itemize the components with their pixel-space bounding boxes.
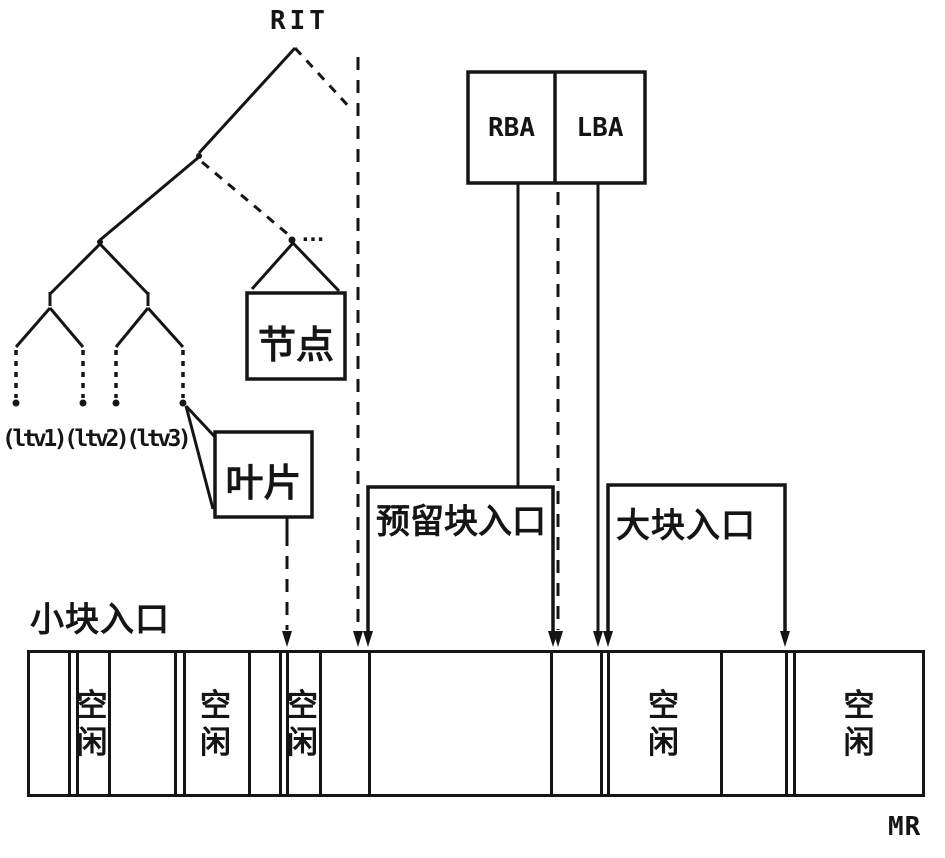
memory-segment-divider <box>108 653 111 794</box>
memory-segment-divider <box>286 653 289 794</box>
free-segment-label: 空闲 <box>287 687 318 760</box>
memory-region-label: MR <box>888 812 922 842</box>
memory-segment-divider <box>279 653 282 794</box>
tree-edges <box>14 46 341 349</box>
node-callout-label: 节点 <box>257 325 334 367</box>
address-box <box>466 70 647 185</box>
free-segment-label: 空闲 <box>200 687 231 760</box>
memory-segment-divider <box>183 653 186 794</box>
tree-node-dots <box>97 153 296 245</box>
leaf-callout-box <box>213 430 314 519</box>
memory-segment-divider <box>720 653 723 794</box>
leaf-arrows <box>12 350 187 407</box>
memory-segment-divider <box>319 653 322 794</box>
reserved-block-entry-label: 预留块入口 <box>376 503 546 541</box>
small-block-entry-label: 小块入口 <box>30 601 170 639</box>
memory-segment-divider <box>68 653 71 794</box>
memory-segment-divider <box>174 653 177 794</box>
leaf-callout-label: 叶片 <box>225 463 302 505</box>
memory-segment-divider <box>785 653 788 794</box>
free-segment-label: 空闲 <box>76 687 108 760</box>
free-segment-label: 空闲 <box>648 687 679 760</box>
memory-bar: 空闲空闲空闲空闲空闲 <box>27 650 925 797</box>
memory-segment-divider <box>607 653 610 794</box>
memory-segment-divider <box>248 653 251 794</box>
large-block-entry-label: 大块入口 <box>616 507 756 545</box>
arrowheads <box>282 631 790 647</box>
pointer-lines <box>285 57 600 632</box>
reserved-block-bracket <box>366 485 555 632</box>
tree-root-label: RIT <box>270 6 329 36</box>
large-block-bracket <box>606 483 787 632</box>
free-segment-label: 空闲 <box>843 687 875 760</box>
tree-dashed-edges <box>201 46 354 238</box>
memory-segment-divider <box>76 653 79 794</box>
tree-ellipsis: … <box>301 220 325 247</box>
memory-segment-divider <box>368 653 371 794</box>
memory-segment-divider <box>600 653 603 794</box>
leaf-callout-pointer <box>184 404 289 533</box>
node-callout-box <box>245 291 347 381</box>
leaf-values-label: (ltv1)(ltv2)(ltv3) <box>2 426 192 452</box>
memory-segment-divider <box>550 653 553 794</box>
lba-label: LBA <box>576 113 624 143</box>
rba-label: RBA <box>488 113 535 143</box>
memory-segment-divider <box>793 653 796 794</box>
